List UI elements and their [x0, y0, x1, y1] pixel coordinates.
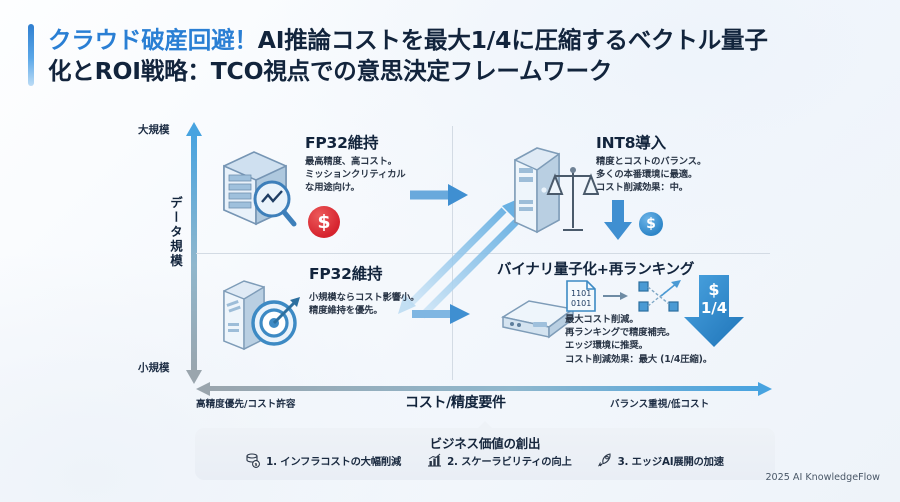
- binary-to-graph-icon: 1101 0101: [566, 280, 681, 312]
- title-rest: AI推論コストを最大1/4に圧縮するベクトル量子: [257, 26, 768, 54]
- quadrant-top-right-heading: INT8導入: [596, 134, 666, 152]
- body-line: 再ランキングで精度補完。: [565, 327, 676, 339]
- business-value-banner: ビジネス価値の創出 $ 1. インフラコストの大幅削減: [195, 421, 775, 480]
- quadrant-bottom-left-body: 小規模ならコスト影響小。 精度維持を優先。: [309, 291, 419, 317]
- server-target-icon: [223, 280, 300, 351]
- x-axis-title: コスト/精度要件: [405, 395, 506, 411]
- y-axis-title: データ規模: [168, 196, 183, 269]
- banner-item-1[interactable]: $ 1. インフラコストの大幅削減: [246, 453, 401, 468]
- quadrant-top-right[interactable]: INT8導入 精度とコストのバランス。 多くの本番環境に最適。 コスト削減効果：…: [483, 126, 770, 253]
- quadrant-top-left[interactable]: FP32維持 最高精度、高コスト。 ミッションクリティカル な用途向け。 $: [196, 126, 483, 253]
- title-accent-bar: [28, 24, 34, 86]
- x-axis-arrow: [196, 381, 772, 396]
- cost-badge-high: $: [308, 206, 340, 238]
- y-axis-arrow: [186, 122, 202, 384]
- quadrant-bottom-right-heading: バイナリ量子化+再ランキング: [497, 262, 695, 278]
- banner-item-3-label: 3. エッジAI展開の加速: [617, 456, 724, 468]
- body-line: 多くの本番環境に最適。: [596, 169, 698, 181]
- svg-text:$: $: [255, 462, 258, 468]
- banner-notch: [477, 421, 493, 429]
- banner-title: ビジネス価値の創出: [429, 436, 541, 451]
- arrow-currency: $: [708, 280, 720, 299]
- body-line: 小規模ならコスト影響小。: [309, 292, 420, 303]
- bar-chart-up-icon: [427, 453, 442, 468]
- quadrant-bottom-right-body: 最大コスト削減。 再ランキングで精度補完。 エッジ環境に推奨。 コスト削減効果：…: [565, 313, 712, 366]
- y-axis-bottom-label: 小規模: [138, 362, 170, 374]
- x-axis-right-label: バランス重視/低コスト: [610, 399, 710, 410]
- quadrant-top-left-body: 最高精度、高コスト。 ミッションクリティカル な用途向け。: [305, 155, 406, 195]
- body-line: 最大コスト削減。: [565, 314, 639, 325]
- title-text: クラウド破産回避！AI推論コストを最大1/4に圧縮するベクトル量子 化とROI戦…: [48, 24, 768, 88]
- arrow-down-cost: [604, 200, 632, 240]
- coin-stack-icon: $: [246, 453, 261, 468]
- server-rack-magnifier-icon: [223, 151, 297, 227]
- footer-credit: 2025 AI KnowledgeFlow: [765, 472, 880, 483]
- banner-items: $ 1. インフラコストの大幅削減 2. スケーラビリティの向上: [195, 453, 775, 468]
- body-line: 精度とコストのバランス。: [596, 156, 707, 167]
- body-line: 最高精度、高コスト。: [305, 156, 397, 167]
- banner-item-1-label: 1. インフラコストの大幅削減: [266, 456, 402, 468]
- quadrant-top-right-body: 精度とコストのバランス。 多くの本番環境に最適。 コスト削減効果：中。: [596, 155, 706, 195]
- title-highlight: クラウド破産回避！: [48, 26, 258, 54]
- quadrant-matrix: FP32維持 最高精度、高コスト。 ミッションクリティカル な用途向け。 $: [196, 126, 770, 380]
- cost-reduction-arrow: $ 1/4: [683, 275, 745, 347]
- quadrant-bottom-left-heading: FP32維持: [309, 265, 383, 283]
- body-line: エッジ環境に推奨。: [565, 340, 648, 352]
- quadrant-bottom-right[interactable]: バイナリ量子化+再ランキング 1101 0101: [483, 253, 770, 380]
- banner-item-2[interactable]: 2. スケーラビリティの向上: [427, 453, 572, 468]
- body-line: コスト削減効果：最大 (1/4圧縮)。: [565, 353, 713, 365]
- banner-item-3[interactable]: 3. エッジAI展開の加速: [597, 453, 724, 468]
- quadrant-bottom-left[interactable]: FP32維持 小規模ならコスト影響小。 精度維持を優先。: [196, 253, 483, 380]
- rocket-icon: [597, 453, 613, 468]
- cost-badge-medium: $: [639, 212, 663, 236]
- body-line: コスト削減効果：中。: [596, 182, 688, 194]
- body-line: な用途向け。: [305, 182, 360, 194]
- arrow-right-top: [410, 184, 468, 206]
- x-axis-left-label: 高精度優先/コスト許容: [196, 399, 296, 410]
- title-line2: 化とROI戦略：TCO視点での意思決定フレームワーク: [48, 57, 613, 86]
- y-axis-top-label: 大規模: [138, 124, 170, 136]
- binary-label-bottom: 0101: [571, 299, 591, 308]
- page-title: クラウド破産回避！AI推論コストを最大1/4に圧縮するベクトル量子 化とROI戦…: [28, 24, 868, 88]
- server-scales-icon: [514, 147, 599, 234]
- body-line: ミッションクリティカル: [305, 169, 406, 181]
- body-line: 精度維持を優先。: [309, 305, 383, 317]
- arrow-right-bottom: [412, 304, 470, 324]
- banner-item-2-label: 2. スケーラビリティの向上: [447, 456, 572, 468]
- arrow-ratio: 1/4: [700, 299, 728, 317]
- binary-label-top: 1101: [571, 289, 591, 298]
- quadrant-top-left-heading: FP32維持: [305, 134, 379, 152]
